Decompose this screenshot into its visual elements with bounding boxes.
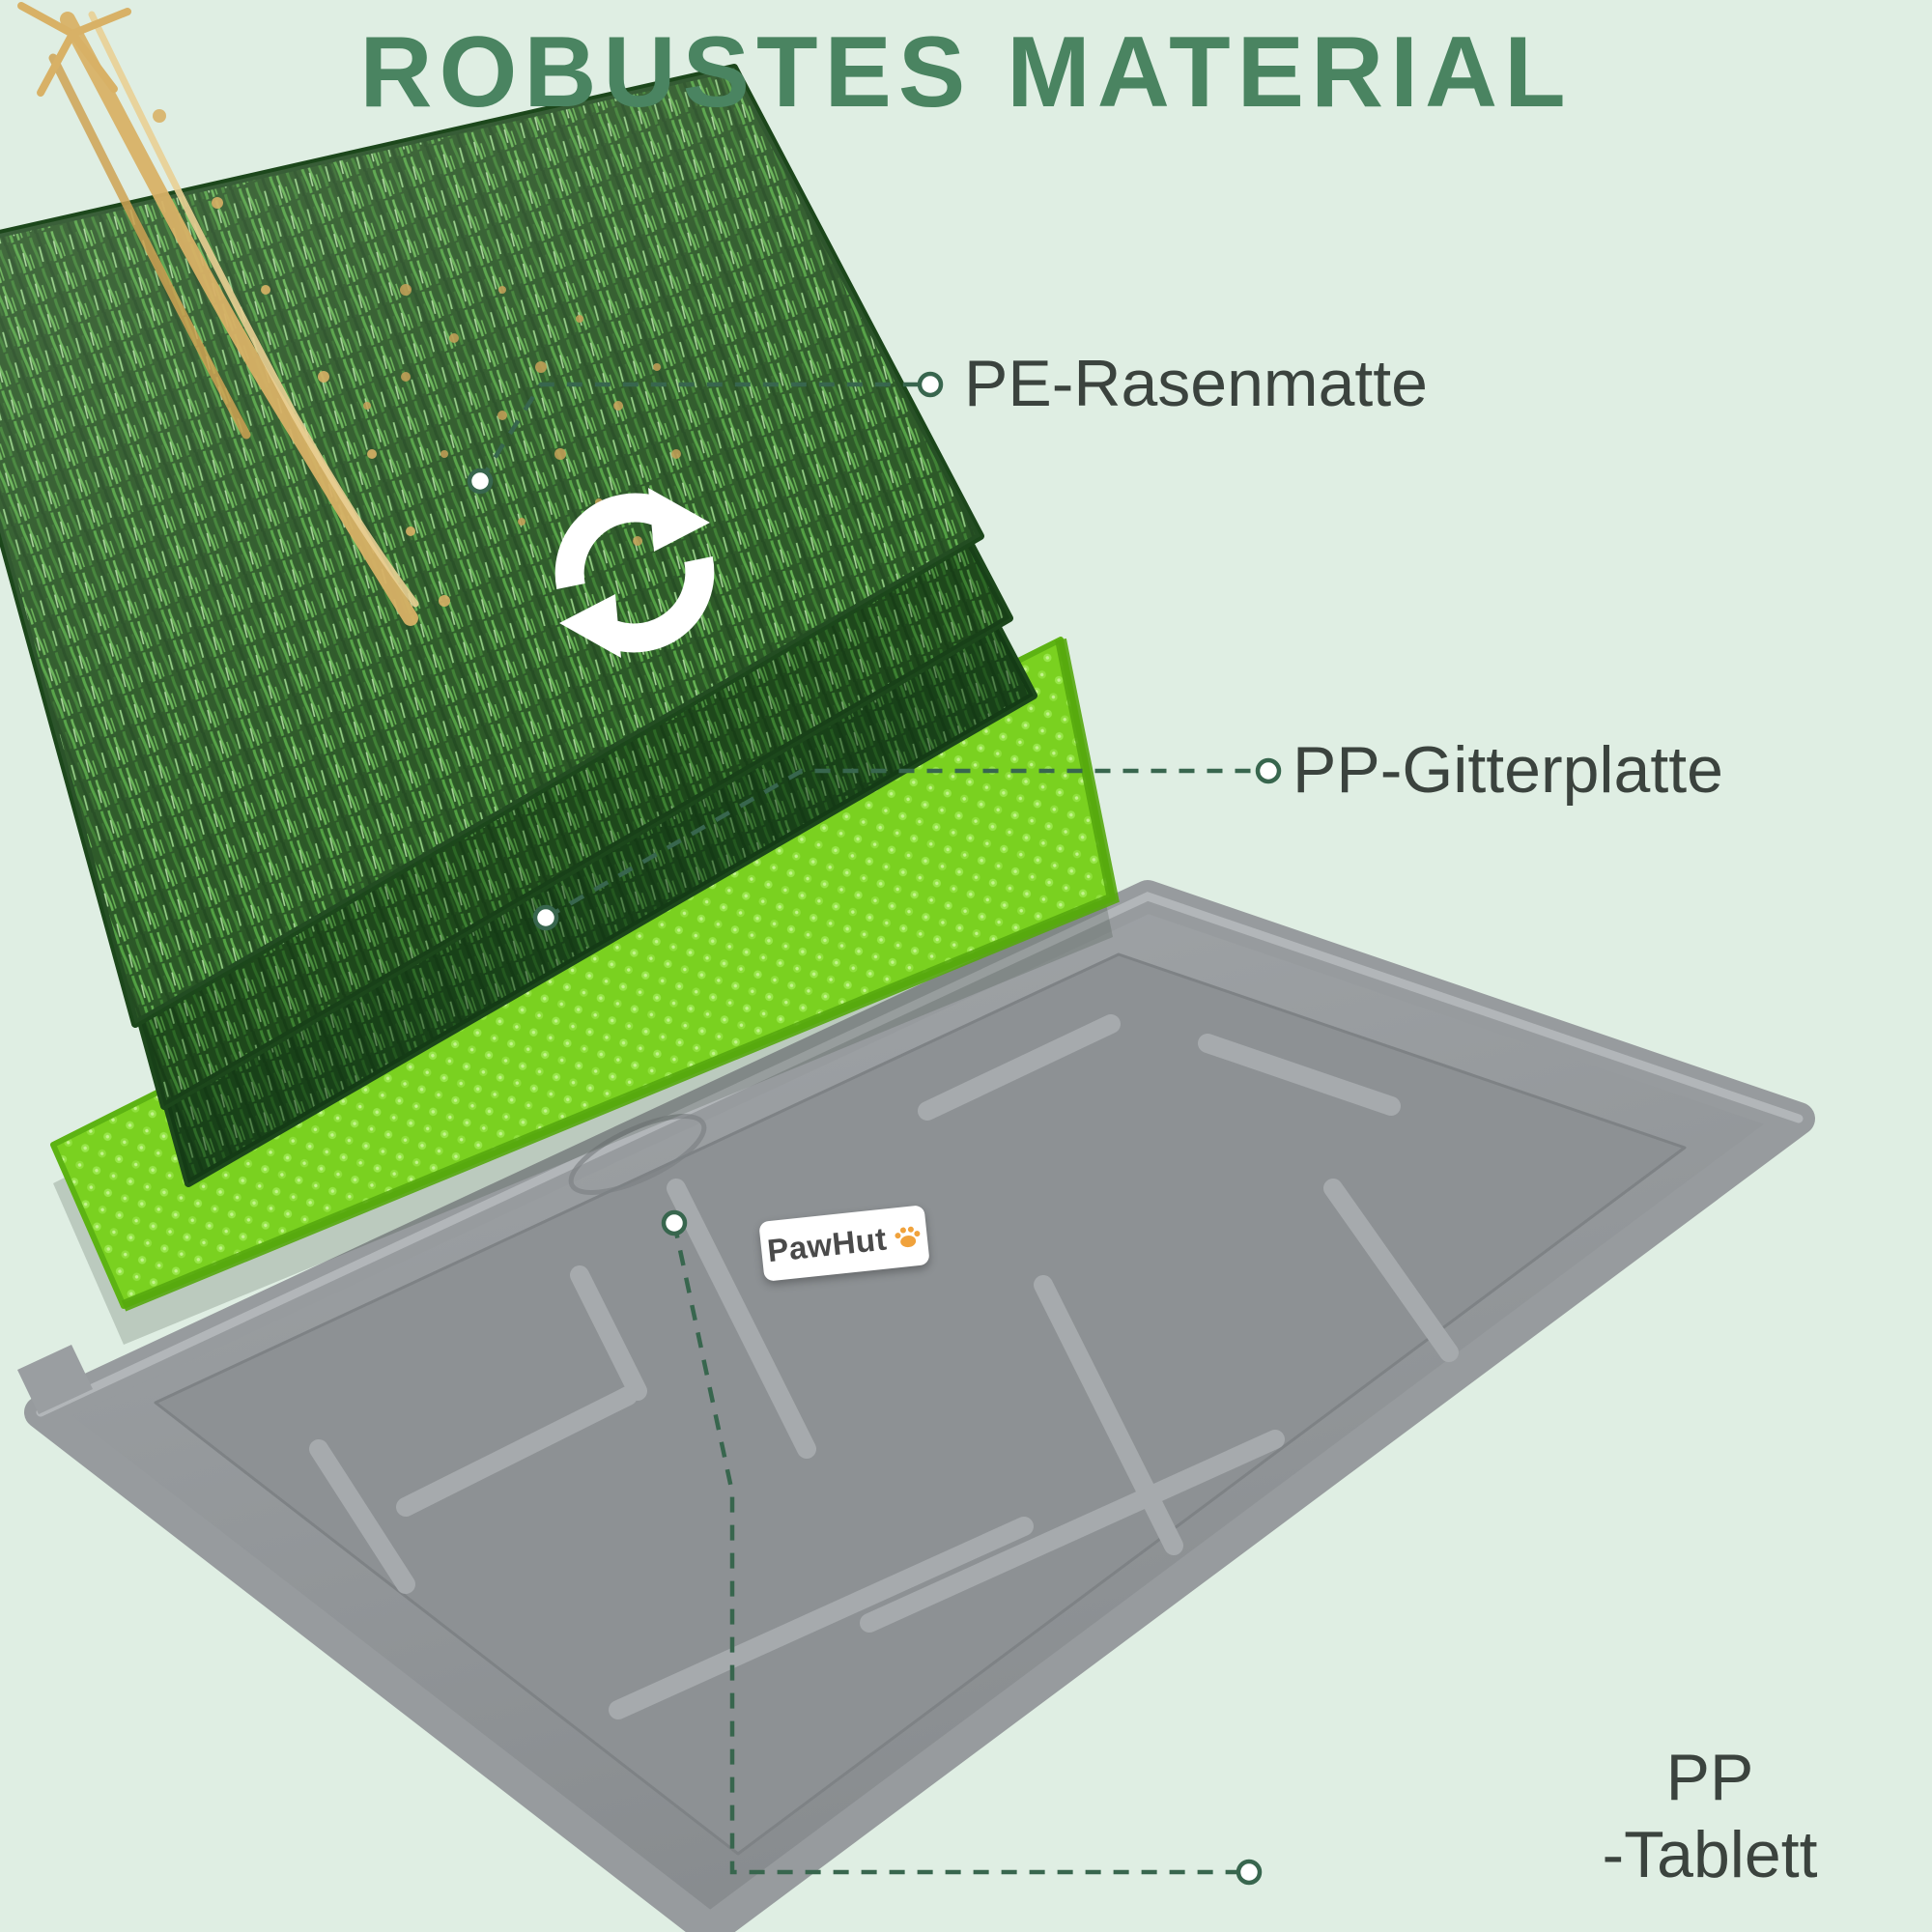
brand-name: PawHut	[765, 1220, 889, 1269]
pp-tray-layer	[17, 880, 1815, 1932]
callout-tray: PP -Tablett	[1507, 1739, 1913, 1893]
grid-plate-edge	[121, 638, 1120, 1312]
tray-side-tab	[17, 1345, 93, 1414]
callout-tray-line1: PP	[1665, 1741, 1754, 1814]
grass-mat-top	[0, 64, 984, 1028]
tray-drain-circle	[568, 1114, 707, 1195]
tray-ridges	[309, 1014, 1459, 1719]
brand-badge: PawHut	[758, 1205, 930, 1282]
leader-line-tray	[671, 1222, 1236, 1875]
page-title: ROBUSTES MATERIAL	[359, 16, 1573, 128]
liquid-splash	[17, 2, 450, 626]
pe-grass-mat-stack	[0, 64, 1037, 1187]
leader-line-grid	[544, 768, 1256, 920]
leader-line-grass	[478, 382, 918, 483]
tray-rim-highlight	[36, 892, 1804, 1417]
refresh-icon	[554, 488, 715, 658]
grass-dirt-speckles	[363, 284, 681, 546]
callout-grass-mat: PE-Rasenmatte	[964, 346, 1428, 420]
leader-endpoint-rings	[467, 371, 1282, 1886]
paw-icon	[895, 1226, 921, 1248]
callout-grid-plate: PP-Gitterplatte	[1293, 732, 1723, 807]
tray-inner-floor	[154, 952, 1687, 1856]
callout-tray-line2: -Tablett	[1602, 1818, 1818, 1892]
callout-leaders	[467, 371, 1282, 1886]
